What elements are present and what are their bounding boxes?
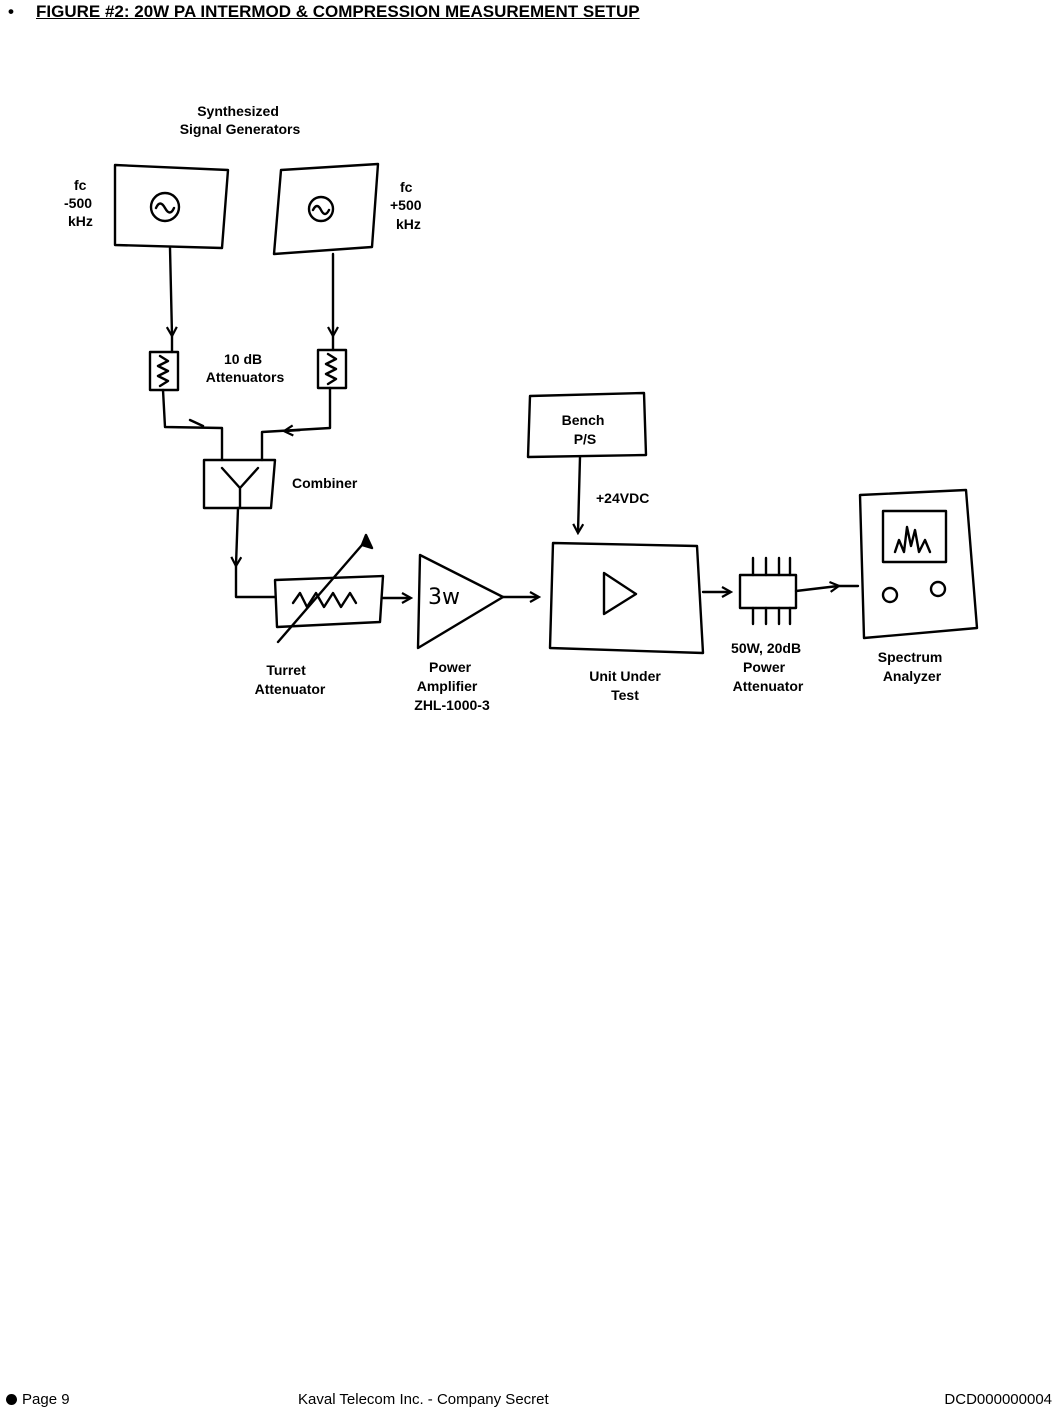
bench-label: Bench P/S [562, 412, 609, 447]
bench-power-supply [526, 391, 648, 459]
gen-right-label: fc +500 kHz [390, 179, 425, 232]
analyzer-label: Spectrum Analyzer [878, 649, 946, 684]
signal-generator-right [272, 162, 380, 256]
supply-voltage-label: +24VDC [596, 490, 649, 506]
power-attenuator-label: 50W, 20dB Power Attenuator [731, 640, 805, 694]
generators-label: Synthesized Signal Generators [180, 103, 301, 137]
knob-icon [881, 586, 899, 604]
power-attenuator-50w [738, 556, 798, 626]
uut-label: Unit Under Test [589, 668, 664, 703]
turret-label: Turret Attenuator [255, 662, 326, 697]
signal-generator-left [113, 163, 230, 250]
knob-icon [929, 580, 947, 598]
attenuator-right [316, 348, 348, 390]
sine-wave-icon [307, 195, 335, 223]
attenuators-label: 10 dB Attenuators [206, 351, 285, 385]
attenuator-left [148, 350, 180, 392]
power-amplifier [416, 553, 505, 650]
sine-wave-icon [149, 191, 181, 223]
footer-doc-id: DCD000000004 [944, 1391, 1052, 1408]
figure-heading: • FIGURE #2: 20W PA INTERMOD & COMPRESSIO… [8, 2, 640, 22]
gen-left-label: fc -500 kHz [64, 177, 96, 229]
footer-page: Page 9 [6, 1391, 70, 1408]
unit-under-test [548, 541, 705, 655]
footer-company: Kaval Telecom Inc. - Company Secret [298, 1391, 549, 1408]
combiner [202, 458, 277, 510]
bullet-icon [6, 1394, 17, 1405]
measurement-setup-diagram: Synthesized Signal Generators fc -500 kH… [64, 103, 979, 713]
turret-attenuator [273, 533, 385, 644]
pa-label: Power Amplifier ZHL-1000-3 [414, 659, 490, 713]
amp-gain-label: 3w [428, 585, 460, 610]
heading-bullet: • [8, 2, 14, 21]
combiner-label: Combiner [292, 475, 358, 491]
page-number: Page 9 [22, 1391, 70, 1408]
spectrum-analyzer [858, 488, 979, 640]
figure-title: FIGURE #2: 20W PA INTERMOD & COMPRESSION… [36, 2, 640, 21]
